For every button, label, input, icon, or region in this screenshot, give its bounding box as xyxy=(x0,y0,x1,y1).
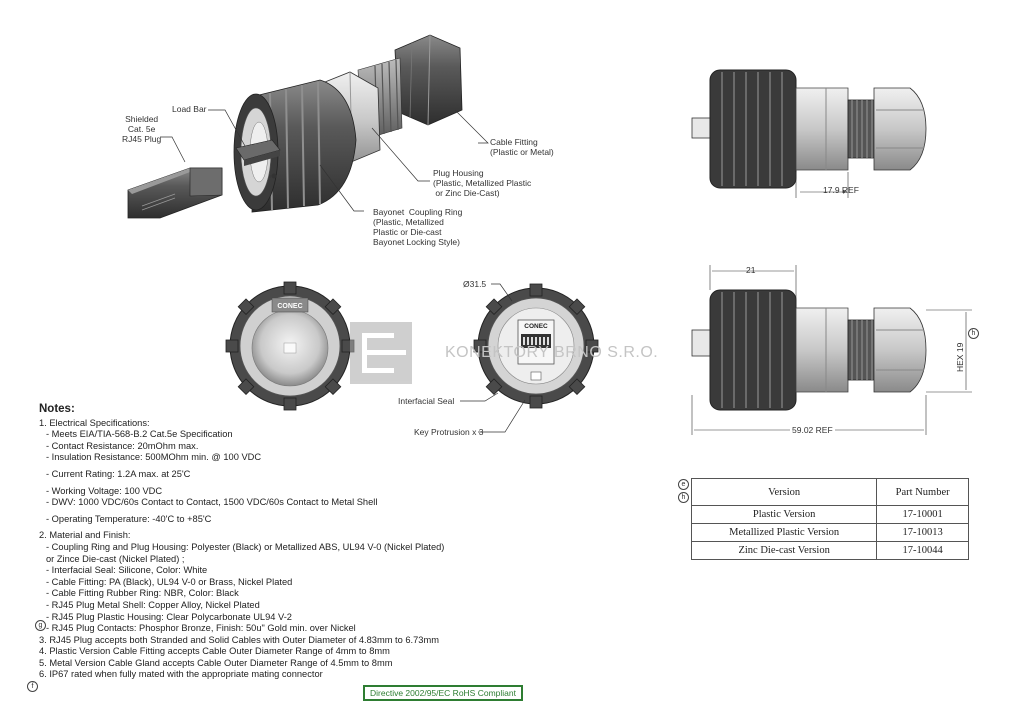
front-view-plug: CONEC xyxy=(460,283,599,433)
leader-lines xyxy=(160,109,489,212)
table-cell-part-number: 17-10001 xyxy=(876,505,969,524)
rj45-plug-illustration xyxy=(127,167,223,219)
notes-lines: 1. Electrical Specifications:- Meets EIA… xyxy=(39,418,559,681)
front-view-receptacle: CONEC xyxy=(225,281,355,411)
connector-mark-left: CONEC xyxy=(277,303,302,310)
watermark-logo xyxy=(350,322,412,384)
notes-section: Notes: 1. Electrical Specifications:- Me… xyxy=(39,403,559,681)
rohs-badge: Directive 2002/95/EC RoHS Compliant xyxy=(363,685,523,701)
note-line: - Interfacial Seal: Silicone, Color: Whi… xyxy=(46,565,208,576)
revision-mark-e: e xyxy=(678,479,689,490)
watermark-text: KONEKTORY BRNO S.R.O. xyxy=(445,344,659,361)
note-line: - RJ45 Plug Metal Shell: Copper Alloy, N… xyxy=(46,599,260,610)
note-line: - Meets EIA/TIA-568-B.2 Cat.5e Specifica… xyxy=(46,429,233,440)
revision-mark-g: g xyxy=(35,620,46,631)
note-line: 5. Metal Version Cable Gland accepts Cab… xyxy=(39,657,393,668)
note-line: 4. Plastic Version Cable Fitting accepts… xyxy=(39,646,390,657)
side-view-top xyxy=(691,69,927,198)
label-plug-housing: Plug Housing (Plastic, Metallized Plasti… xyxy=(433,168,532,198)
note-line: - DWV: 1000 VDC/60s Contact to Contact, … xyxy=(46,497,378,508)
revision-mark-f: f xyxy=(27,681,38,692)
side-view-bottom xyxy=(691,265,972,435)
table-cell-version: Zinc Die-cast Version xyxy=(690,541,878,560)
table-cell-part-number: 17-10013 xyxy=(876,523,969,542)
table-cell-version: Plastic Version xyxy=(690,505,878,524)
note-line: 1. Electrical Specifications: xyxy=(39,417,150,428)
dim-21: 21 xyxy=(746,265,756,275)
dim-17-9: 17.9 REF xyxy=(823,185,859,195)
table-cell-part-number: 17-10044 xyxy=(876,541,969,560)
table-cell-version: Metallized Plastic Version xyxy=(690,523,878,542)
note-line: - RJ45 Plug Plastic Housing: Clear Polyc… xyxy=(46,611,292,622)
label-diameter: Ø31.5 xyxy=(463,279,487,289)
note-line: - Insulation Resistance: 500MOhm min. @ … xyxy=(46,452,262,463)
table-row: Plastic Version 17-10001 xyxy=(690,505,969,524)
dim-hex: HEX 19 xyxy=(955,342,965,372)
note-line: - Current Rating: 1.2A max. at 25'C xyxy=(46,468,191,479)
isometric-assembly xyxy=(127,34,489,219)
note-line: - Cable Fitting: PA (Black), UL94 V-0 or… xyxy=(46,576,293,587)
part-number-table: Version Part Number Plastic Version 17-1… xyxy=(690,478,969,560)
revision-mark-h-table: h xyxy=(678,492,689,503)
label-shielded-plug: Shielded Cat. 5e RJ45 Plug xyxy=(122,114,162,144)
table-row: Zinc Die-cast Version 17-10044 xyxy=(690,541,969,560)
label-cable-fitting: Cable Fitting (Plastic or Metal) xyxy=(490,137,554,157)
note-line: - RJ45 Plug Contacts: Phosphor Bronze, F… xyxy=(46,623,356,634)
table-row: Metallized Plastic Version 17-10013 xyxy=(690,523,969,542)
note-line: - Cable Fitting Rubber Ring: NBR, Color:… xyxy=(46,588,239,599)
label-load-bar: Load Bar xyxy=(172,104,207,114)
load-bar-illustration xyxy=(235,139,281,166)
label-bayonet: Bayonet Coupling Ring (Plastic, Metalliz… xyxy=(373,207,463,247)
note-line: - Coupling Ring and Plug Housing: Polyes… xyxy=(46,541,445,552)
label-key-protrusion: Key Protrusion x 3 xyxy=(414,427,484,437)
note-line: 3. RJ45 Plug accepts both Stranded and S… xyxy=(39,634,439,645)
connector-mark-right: CONEC xyxy=(524,323,548,330)
note-line: - Working Voltage: 100 VDC xyxy=(46,485,163,496)
table-header-part-number: Part Number xyxy=(876,478,969,506)
note-line: - Operating Temperature: -40'C to +85'C xyxy=(46,513,212,524)
note-line: 2. Material and Finish: xyxy=(39,530,131,541)
label-interfacial-seal: Interfacial Seal xyxy=(398,396,455,406)
dim-59-02: 59.02 REF xyxy=(790,425,835,435)
table-header-version: Version xyxy=(690,478,878,506)
note-line: or Zince Die-cast (Nickel Plated) ; xyxy=(46,553,185,564)
note-line: - Contact Resistance: 20mOhm max. xyxy=(46,440,199,451)
note-line: 6. IP67 rated when fully mated with the … xyxy=(39,669,323,680)
notes-title: Notes: xyxy=(39,403,75,415)
revision-mark-h-dim: h xyxy=(968,328,979,339)
